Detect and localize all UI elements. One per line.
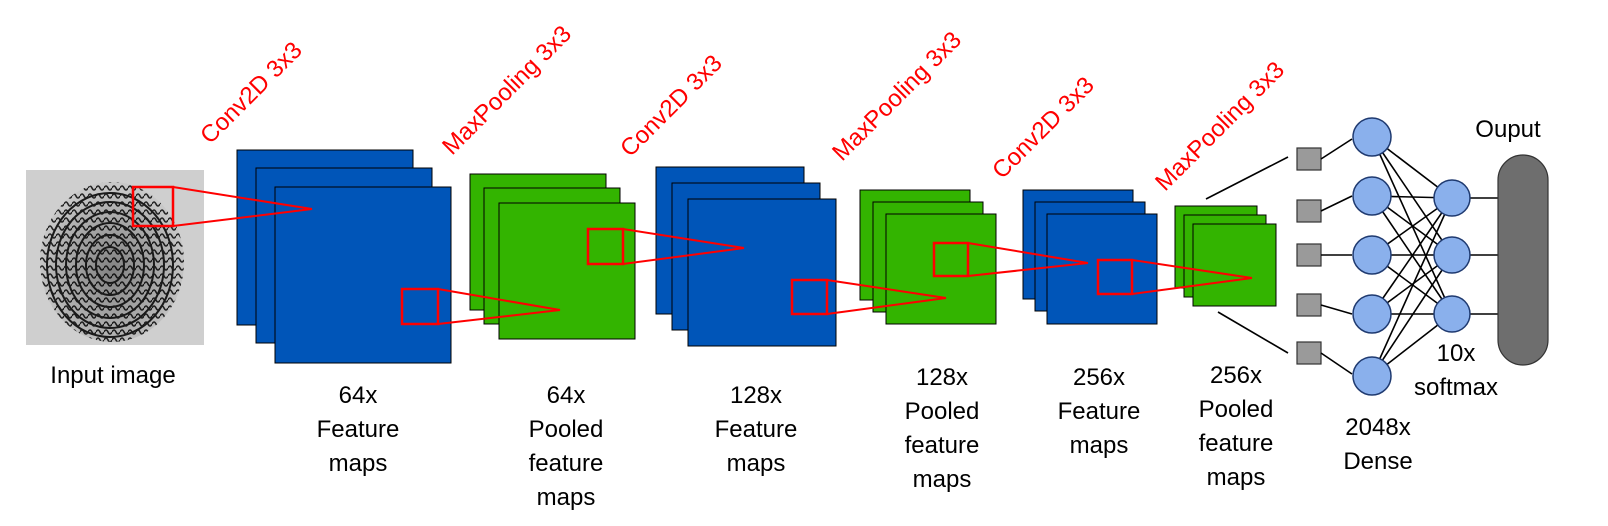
projection-lines [172,186,1253,325]
stage6-caption: 256x Pooled feature maps [1199,362,1274,491]
svg-text:maps: maps [913,466,972,493]
svg-text:Pooled: Pooled [905,398,980,425]
dense-layer [1352,117,1392,396]
svg-text:feature: feature [529,450,604,477]
flatten-unit [1296,341,1322,365]
svg-text:256x: 256x [1073,364,1125,391]
flatten-unit [1296,293,1322,317]
stage4-caption: 128x Pooled feature maps [905,364,980,493]
svg-text:Feature: Feature [317,416,400,443]
svg-text:Pooled: Pooled [529,416,604,443]
fingerprint-image [40,182,184,342]
op-label-conv1: Conv2D 3x3 [195,37,307,149]
svg-text:softmax: softmax [1414,374,1498,401]
op-label-pool3: MaxPooling 3x3 [1150,56,1290,196]
stage6-pooled-maps [1174,205,1277,307]
op-label-conv2: Conv2D 3x3 [615,50,727,162]
svg-text:feature: feature [1199,430,1274,457]
svg-text:64x: 64x [339,382,378,409]
svg-text:128x: 128x [916,364,968,391]
flatten-unit [1296,199,1322,223]
svg-text:256x: 256x [1210,362,1262,389]
stage3-caption: 128x Feature maps [715,382,798,477]
svg-text:Dense: Dense [1343,448,1412,475]
svg-text:maps: maps [1070,432,1129,459]
stage4-receptive-field [932,241,970,278]
svg-text:feature: feature [905,432,980,459]
stage2-caption: 64x Pooled feature maps [529,382,604,511]
stage5-feature-maps [1022,189,1158,325]
svg-text:maps: maps [727,450,786,477]
op-label-conv3: Conv2D 3x3 [987,72,1099,184]
output-node [1497,154,1549,366]
svg-text:64x: 64x [547,382,586,409]
flatten-to-dense-edges [1320,138,1353,375]
softmax-node [1433,236,1471,274]
dense-node [1352,235,1392,275]
stage2-receptive-field [586,227,625,266]
dense-caption: 2048x Dense [1343,414,1412,475]
op-label-pool2: MaxPooling 3x3 [827,26,967,166]
stage3-feature-maps [655,166,837,347]
flatten-unit [1296,243,1322,267]
input-receptive-field [131,185,175,228]
svg-text:Feature: Feature [715,416,798,443]
stage1-receptive-field [400,287,440,326]
svg-text:128x: 128x [730,382,782,409]
output-label: Ouput [1475,116,1541,143]
svg-text:2048x: 2048x [1345,414,1410,441]
dense-node [1352,117,1392,157]
stage4-pooled-maps [859,189,997,325]
softmax-node [1433,295,1471,333]
input-image-label: Input image [50,362,175,389]
stage5-caption: 256x Feature maps [1058,364,1141,459]
stage1-caption: 64x Feature maps [317,382,400,477]
svg-text:10x: 10x [1437,340,1476,367]
stage5-receptive-field [1096,258,1134,296]
input-image [26,170,204,345]
op-label-pool1: MaxPooling 3x3 [437,20,577,160]
dense-node [1352,294,1392,334]
stage2-pooled-maps [469,173,636,340]
stage1-feature-maps [236,149,452,364]
flatten-unit [1296,147,1322,171]
svg-text:maps: maps [1207,464,1266,491]
dense-node [1352,356,1392,396]
svg-text:maps: maps [537,484,596,511]
svg-text:Pooled: Pooled [1199,396,1274,423]
softmax-caption: 10x softmax [1414,340,1498,401]
stage3-receptive-field [790,278,829,316]
dense-node [1352,176,1392,216]
svg-text:maps: maps [329,450,388,477]
svg-text:Feature: Feature [1058,398,1141,425]
flatten-lines [1205,156,1289,354]
softmax-node [1433,179,1471,217]
softmax-layer [1433,179,1471,333]
flattened-vector [1296,147,1322,365]
